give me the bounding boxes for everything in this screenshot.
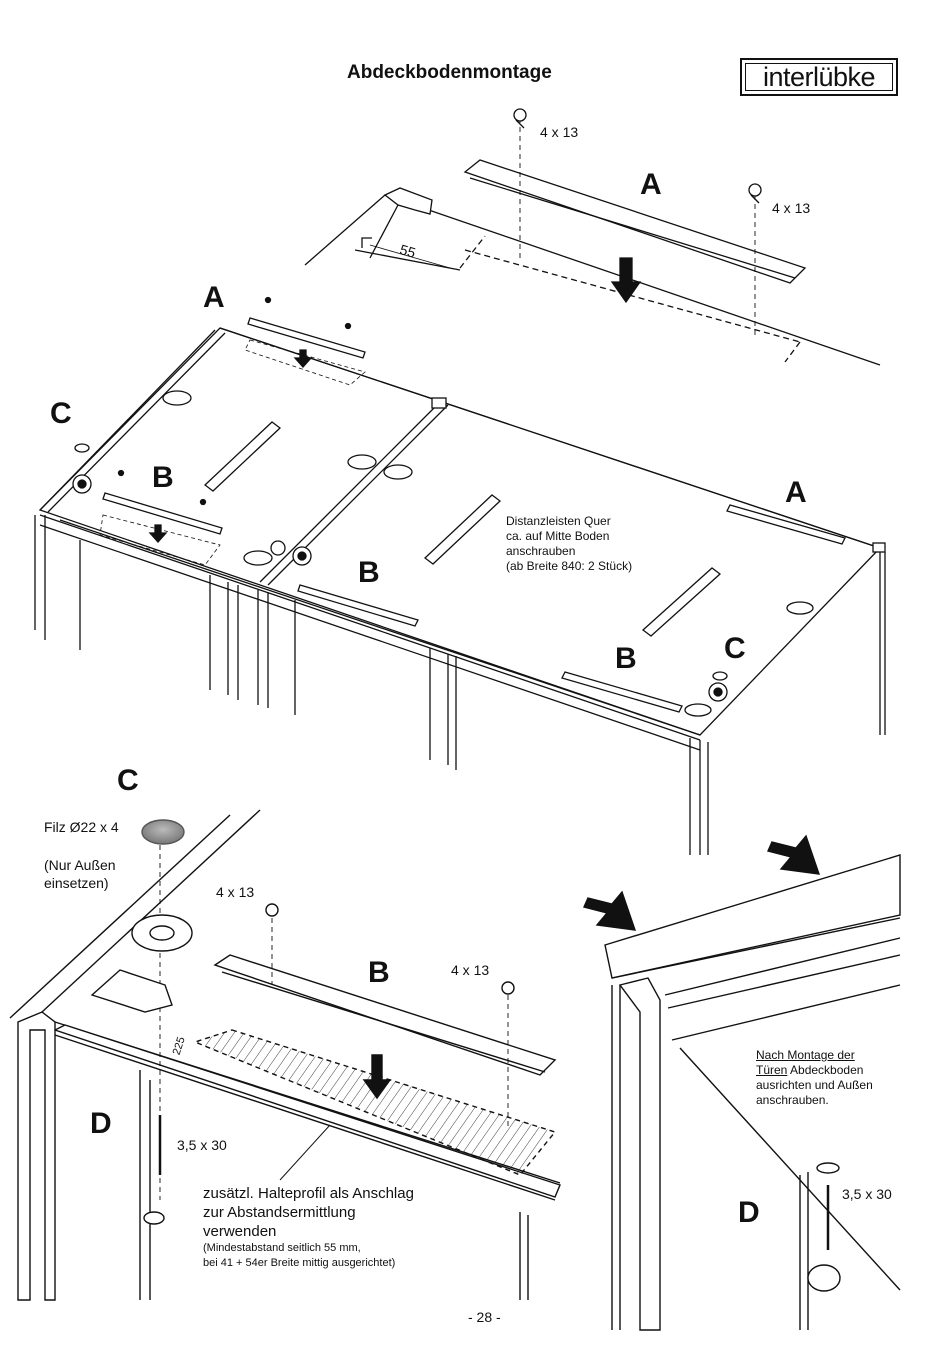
overview-note-line: ca. auf Mitte Boden [506,529,610,543]
overview-note-line: Distanzleisten Quer [506,514,611,528]
detail-c-screw-right-label: 4 x 13 [451,962,490,978]
page-number: - 28 - [468,1309,501,1325]
overview-label-c-right: C [724,632,746,665]
overview-drawing [34,296,886,855]
felt-note-line: einsetzen) [44,875,109,891]
detail-d-note-line: Nach Montage der [756,1048,855,1062]
detail-c-caption-small-line: (Mindestabstand seitlich 55 mm, [203,1242,361,1254]
detail-c-caption-small-line: bei 41 + 54er Breite mittig ausgerichtet… [203,1257,396,1269]
overview-note-line: (ab Breite 840: 2 Stück) [506,559,633,573]
detail-c-caption-line: zusätzl. Halteprofil als Anschlag [203,1185,414,1202]
detail-c-caption-line: verwenden [203,1223,277,1240]
detail-c-drawing [9,809,561,1301]
felt-note-line: (Nur Außen [44,857,116,873]
felt-label: Filz Ø22 x 4 [44,819,119,835]
detail-c-screw-left-label: 4 x 13 [216,884,255,900]
overview-note: Distanzleisten Quer ca. auf Mitte Boden … [506,514,666,574]
detail-c-label-d: D [90,1107,112,1140]
detail-d-label: D [738,1196,760,1229]
top-screw-right-label: 4 x 13 [772,200,811,216]
overview-label-b-right: B [615,642,637,675]
detail-d-note-underlined: Türen [756,1063,788,1077]
top-detail-drawing [304,108,881,366]
top-label-a: A [640,168,662,201]
overview-label-a-right: A [785,476,807,509]
logo-text: interlübke [745,63,893,91]
detail-c-screw-d-label: 3,5 x 30 [177,1137,227,1153]
detail-d-note-line: anschrauben. [756,1093,829,1107]
detail-d-screw-label: 3,5 x 30 [842,1186,892,1202]
detail-d-note-rest: Abdeckboden [787,1063,864,1077]
overview-label-b-left: B [152,461,174,494]
top-screw-left-label: 4 x 13 [540,124,579,140]
detail-d-note-line: Türen Abdeckboden [756,1063,896,1078]
detail-c-caption: zusätzl. Halteprofil als Anschlag zur Ab… [203,1184,463,1271]
overview-label-c-left: C [50,397,72,430]
detail-d-note: Nach Montage der Türen Abdeckboden ausri… [756,1048,896,1108]
detail-c-label: C [117,764,139,797]
detail-c-label-b: B [368,956,390,989]
page-title: Abdeckbodenmontage [347,62,552,83]
detail-d-note-line: ausrichten und Außen [756,1078,873,1092]
detail-c-caption-line: zur Abstandsermittlung [203,1204,356,1221]
felt-note: (Nur Außen einsetzen) [44,856,116,892]
logo: interlübke [740,58,898,96]
overview-label-a-left: A [203,281,225,314]
overview-note-line: anschrauben [506,544,576,558]
detail-d-drawing [583,834,901,1331]
overview-label-b-mid: B [358,556,380,589]
